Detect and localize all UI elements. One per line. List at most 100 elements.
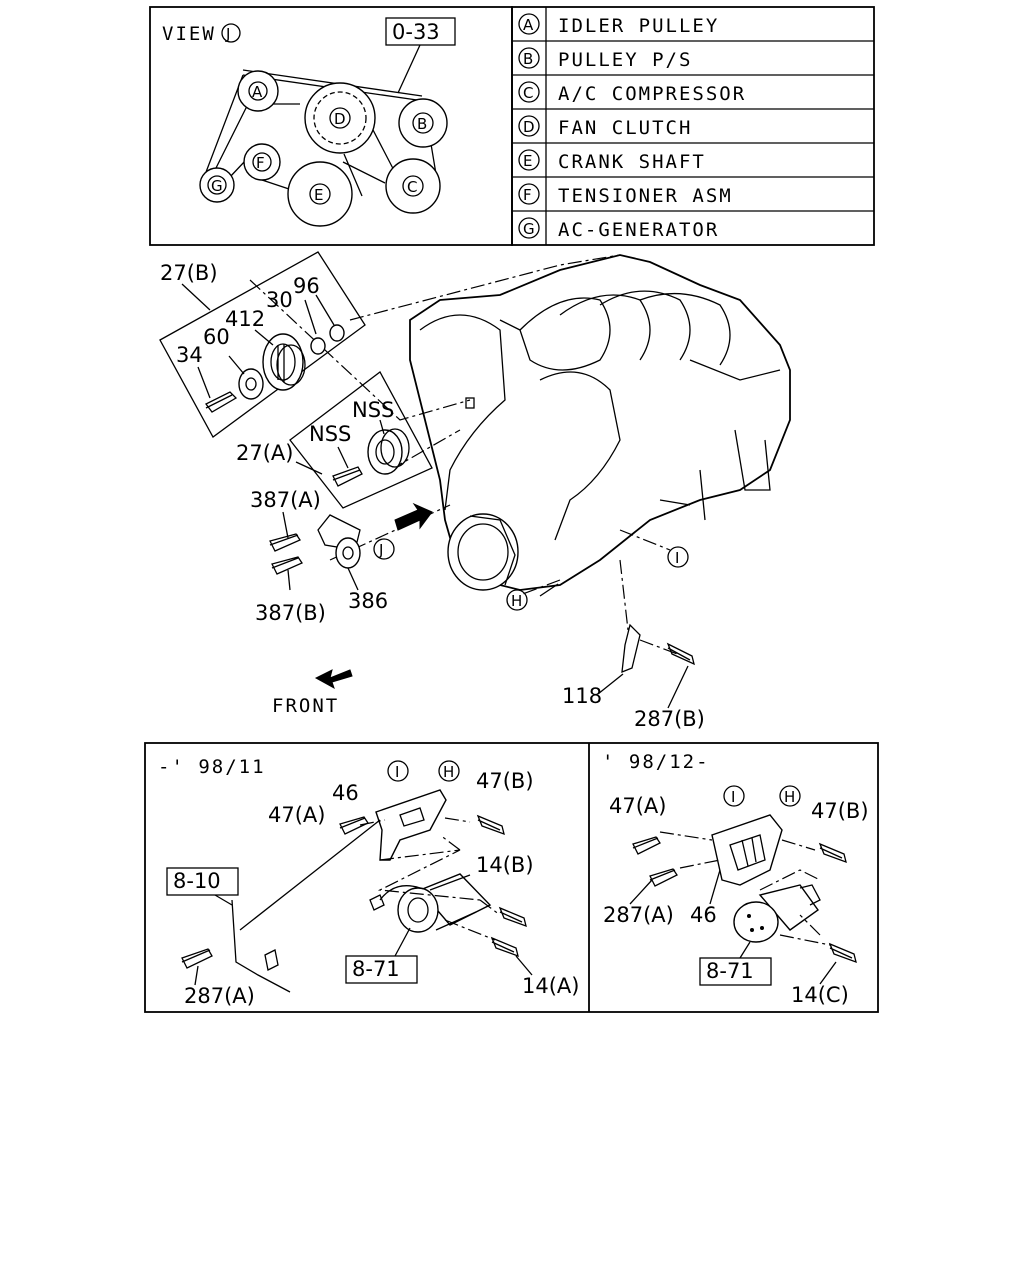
ref-8-71-left: 8-71 xyxy=(352,957,400,981)
label-287a-left: 287(A) xyxy=(184,984,255,1008)
label-34: 34 xyxy=(176,343,203,367)
pulley-g: G xyxy=(199,167,235,203)
period-left: -' 98/11 xyxy=(158,756,266,778)
pulley-a: A xyxy=(237,70,279,112)
pulley-d: D xyxy=(304,82,376,154)
callout-h-left: H xyxy=(438,760,460,782)
svg-text:F: F xyxy=(523,186,532,204)
right-panel-post-98-12: ' 98/12- I H 47(A) 47(B) 287(A) 46 8-7 xyxy=(602,751,869,1007)
svg-text:I: I xyxy=(731,788,735,806)
svg-text:G: G xyxy=(211,177,223,195)
view-label: VIEW xyxy=(162,23,216,45)
label-386: 386 xyxy=(348,589,388,613)
label-46-left: 46 xyxy=(332,781,359,805)
callout-i-right: I xyxy=(723,785,745,807)
svg-text:J: J xyxy=(378,541,383,559)
svg-text:H: H xyxy=(443,763,454,781)
label-387b: 387(B) xyxy=(255,601,326,625)
ref-8-10-left: 8-10 xyxy=(173,869,221,893)
bottom-panels xyxy=(144,742,879,1013)
period-right: ' 98/12- xyxy=(602,751,710,773)
legend-name: IDLER PULLEY xyxy=(558,15,719,37)
left-panel-pre-98-11: -' 98/11 I H 46 47(B) 47(A) 8-10 xyxy=(158,756,579,1008)
svg-text:D: D xyxy=(334,110,346,128)
pulley-c: C xyxy=(385,158,441,214)
legend-row-f: F TENSIONER ASM xyxy=(518,183,733,207)
label-287b: 287(B) xyxy=(634,707,705,731)
ref-box-0-33 xyxy=(385,17,456,46)
ref-box-8-71-right xyxy=(699,957,772,986)
ref-box-8-71-left xyxy=(345,955,418,984)
svg-text:I: I xyxy=(395,763,399,781)
callout-j: J xyxy=(373,538,395,560)
legend-row-d: D FAN CLUTCH xyxy=(518,115,692,139)
legend-name: CRANK SHAFT xyxy=(558,151,706,173)
label-118: 118 xyxy=(562,684,602,708)
legend-row-c: C A/C COMPRESSOR xyxy=(518,81,746,105)
label-nss-1: NSS xyxy=(352,398,394,422)
label-27a: 27(A) xyxy=(236,441,293,465)
ac-compressor-left xyxy=(397,873,492,933)
label-14c-right: 14(C) xyxy=(791,983,849,1007)
idler-pulley-412 xyxy=(262,333,306,391)
svg-text:A: A xyxy=(252,83,263,101)
callout-h-right: H xyxy=(779,785,801,807)
callout-h: H xyxy=(506,589,528,611)
label-27b: 27(B) xyxy=(160,261,218,285)
svg-text:H: H xyxy=(784,788,795,806)
callout-i-left: I xyxy=(387,760,409,782)
svg-text:G: G xyxy=(523,220,535,238)
main-labels: 27(B) 96 30 412 60 34 NSS NSS 27(A) 387(… xyxy=(160,261,705,731)
legend-name: PULLEY P/S xyxy=(558,49,692,71)
legend-name: AC-GENERATOR xyxy=(558,219,719,241)
label-47a-left: 47(A) xyxy=(268,803,325,827)
label-412: 412 xyxy=(225,307,265,331)
svg-text:I: I xyxy=(675,549,679,567)
view-letter: J xyxy=(225,25,230,43)
pulley-b: B xyxy=(398,98,448,148)
svg-text:A: A xyxy=(523,16,534,34)
label-96: 96 xyxy=(293,274,320,298)
legend-name: FAN CLUTCH xyxy=(558,117,692,139)
label-287a-right: 287(A) xyxy=(603,903,674,927)
legend-table: A IDLER PULLEY B PULLEY P/S C A/C COMPRE… xyxy=(511,6,875,246)
legend-name: TENSIONER ASM xyxy=(558,185,733,207)
pulley-f: F xyxy=(243,143,281,181)
label-front: FRONT xyxy=(272,695,339,717)
svg-text:D: D xyxy=(523,118,535,136)
svg-text:C: C xyxy=(407,178,417,196)
nss-pulley xyxy=(367,428,410,475)
svg-text:E: E xyxy=(314,186,323,204)
label-nss-2: NSS xyxy=(309,422,351,446)
ref-box-8-10-left xyxy=(166,867,239,896)
view-letter-circle xyxy=(221,23,241,43)
ref-code-0-33: 0-33 xyxy=(392,20,440,44)
label-46-right: 46 xyxy=(690,903,717,927)
legend-row-g: G AC-GENERATOR xyxy=(518,217,719,241)
svg-text:B: B xyxy=(523,50,533,68)
label-47b-right: 47(B) xyxy=(811,799,869,823)
label-47b-left: 47(B) xyxy=(476,769,534,793)
svg-text:F: F xyxy=(256,154,265,172)
ac-compressor-right xyxy=(733,884,821,943)
svg-text:H: H xyxy=(511,592,522,610)
svg-text:B: B xyxy=(417,115,427,133)
label-14a-left: 14(A) xyxy=(522,974,579,998)
label-47a-right: 47(A) xyxy=(609,794,666,818)
svg-text:C: C xyxy=(523,84,533,102)
legend-name: A/C COMPRESSOR xyxy=(558,83,746,105)
label-14b-left: 14(B) xyxy=(476,853,534,877)
callout-i: I xyxy=(667,546,689,568)
svg-text:E: E xyxy=(523,152,532,170)
label-60: 60 xyxy=(203,325,230,349)
label-30: 30 xyxy=(266,288,293,312)
ref-8-71-right: 8-71 xyxy=(706,959,754,983)
legend-row-a: A IDLER PULLEY xyxy=(518,13,719,37)
engine-illustration xyxy=(159,251,791,709)
view-j-box: VIEW J 0-33 A D B F xyxy=(149,6,513,246)
legend-row-b: B PULLEY P/S xyxy=(518,47,692,71)
legend-row-e: E CRANK SHAFT xyxy=(518,149,706,173)
label-387a: 387(A) xyxy=(250,488,321,512)
pulley-e: E xyxy=(287,161,353,227)
